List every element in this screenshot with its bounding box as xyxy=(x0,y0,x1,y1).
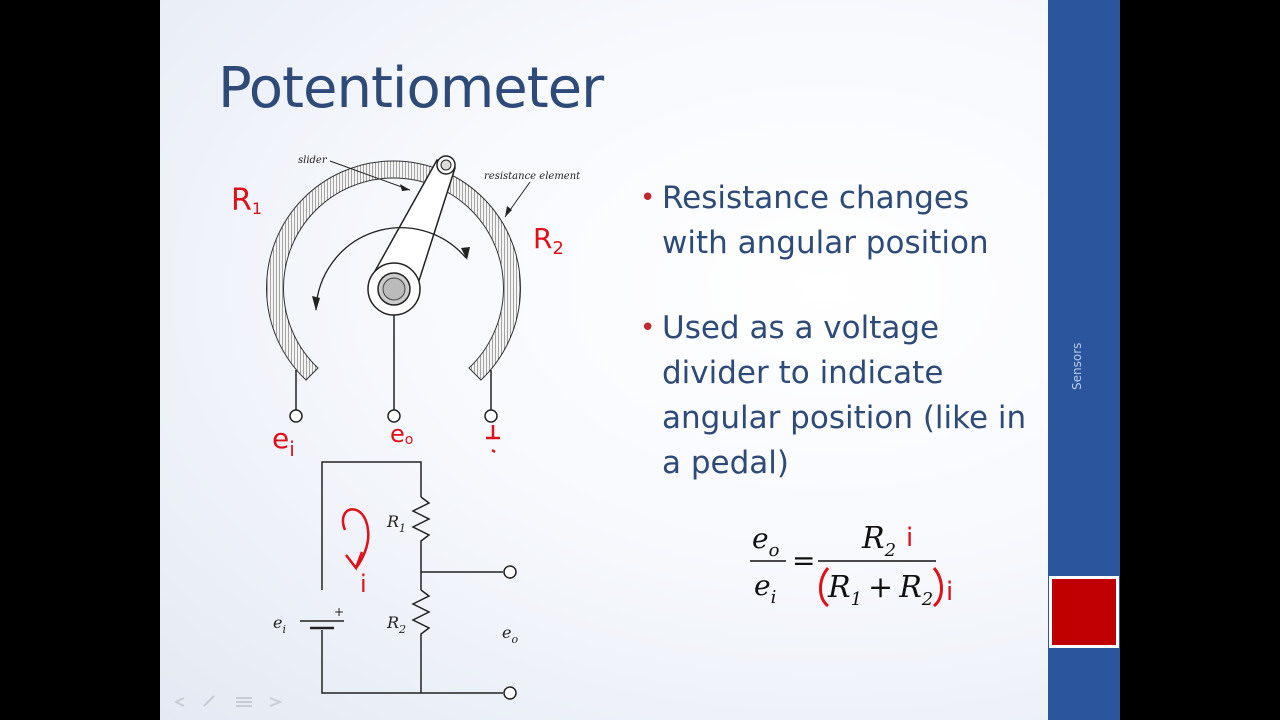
slide-nav-controls[interactable] xyxy=(172,694,292,710)
eq-rhs-den: R1+R2 xyxy=(827,570,933,610)
resistor-r2 xyxy=(411,589,431,693)
eq-lhs-den: ei xyxy=(754,569,776,608)
menu-icon xyxy=(236,697,252,707)
section-label: Sensors xyxy=(1070,342,1084,390)
output-terminal-top xyxy=(503,565,517,579)
annot-r2: R2 xyxy=(533,222,564,259)
slide-title: Potentiometer xyxy=(218,56,604,121)
eq-equals: = xyxy=(792,544,815,577)
schematic-ei-label: ei xyxy=(273,613,286,636)
annot-ei: ei xyxy=(272,422,295,461)
resistor-r1 xyxy=(411,496,431,590)
bullet-item: •Resistance changes with angular positio… xyxy=(638,176,1038,266)
battery-plus: + xyxy=(334,605,344,619)
output-terminal-bottom xyxy=(503,686,517,700)
resistance-element-arc xyxy=(266,160,521,381)
eq-lhs-num: eo xyxy=(752,522,780,561)
eq-rhs-num: R2 xyxy=(861,521,896,561)
annot-paren-right xyxy=(932,567,943,608)
bullet-list: •Resistance changes with angular positio… xyxy=(638,176,1038,526)
bullet-dot: • xyxy=(640,183,656,213)
annot-eo: eo xyxy=(390,420,413,448)
terminal-ei xyxy=(289,409,303,423)
annot-paren-left xyxy=(819,567,830,608)
annot-eq-i-den: i xyxy=(946,577,953,607)
rotation-arrow xyxy=(315,227,467,311)
resistance-element-label: resistance element xyxy=(484,171,581,182)
bullet-dot: • xyxy=(640,313,656,343)
schematic-r2-label: R2 xyxy=(386,613,406,636)
annot-eq-i-num: i xyxy=(906,523,913,553)
schematic-r1-label: R1 xyxy=(386,512,406,535)
pen-icon xyxy=(203,695,215,707)
slider-label: slider xyxy=(298,155,328,166)
next-slide-icon xyxy=(269,697,283,707)
terminal-ground xyxy=(484,409,498,423)
annot-current-loop xyxy=(341,508,370,569)
accent-block xyxy=(1049,576,1119,648)
annot-ground-icon xyxy=(486,425,500,454)
annot-r1: R1 xyxy=(231,183,262,218)
terminal-eo xyxy=(387,409,401,423)
bullet-item: •Used as a voltage divider to indicate a… xyxy=(638,306,1038,486)
schematic-eo-label: eo xyxy=(502,623,518,646)
annot-current-i: i xyxy=(360,570,367,598)
circuit-schematic xyxy=(300,461,503,694)
prev-slide-icon xyxy=(173,697,185,707)
